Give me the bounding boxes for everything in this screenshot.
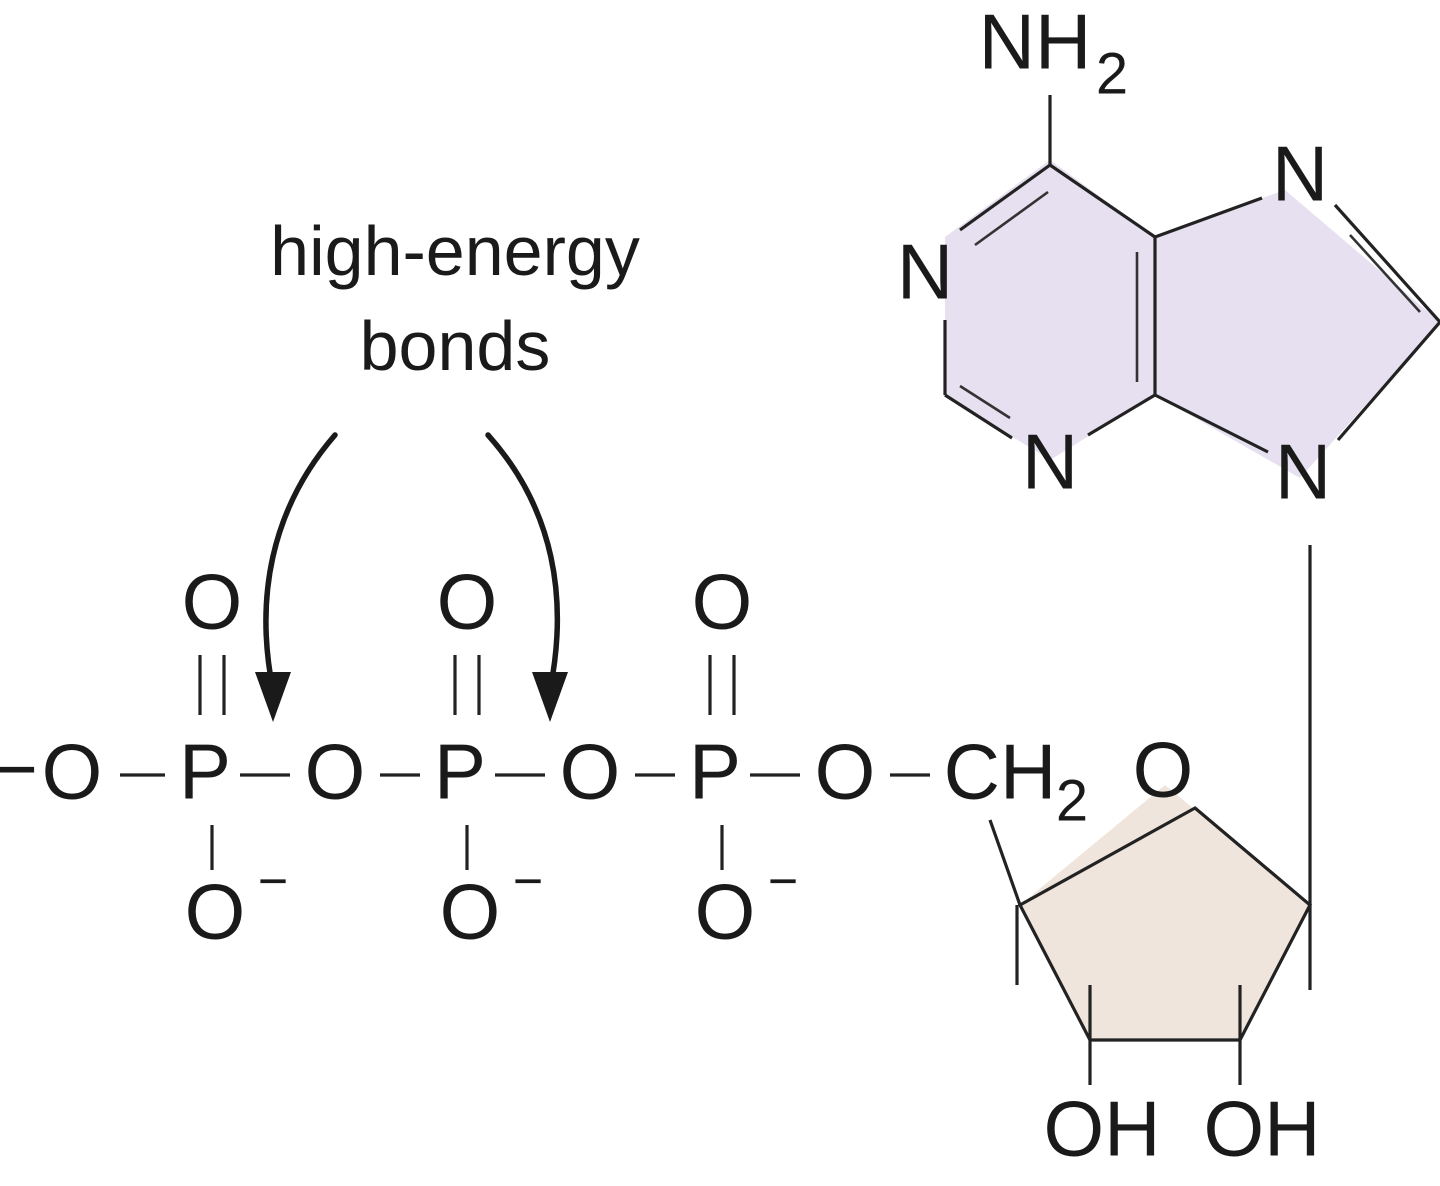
adenine-bond-n7-c8 (1333, 203, 1440, 324)
adenine-bond-c5-n7 (1154, 196, 1263, 239)
adenine-bond-n7-c8-inner (1349, 234, 1421, 313)
arrow-right-head (532, 672, 568, 722)
adenine-bond-n1-c6 (959, 163, 1051, 232)
caption-line-2: bonds (360, 307, 551, 385)
adenine-bond-n3-c2-inner (959, 384, 1011, 420)
adenine-six-ring-fill (945, 160, 1155, 460)
caption-line-1: high-energy (270, 212, 640, 290)
atom-ch: CH (944, 728, 1057, 816)
bond-ch2-c4 (988, 819, 1022, 906)
atom-ch-subscript: 2 (1056, 768, 1088, 833)
atom-o-double-2: O (437, 558, 498, 646)
atom-n3: N (1022, 418, 1078, 506)
atom-n7: N (1272, 130, 1328, 218)
adenine-bond-c4-n3 (1087, 393, 1156, 437)
atom-o-minus-1: O (185, 868, 246, 956)
atom-o-bridge-1: O (305, 728, 366, 816)
atom-o-minus-3: O (695, 868, 756, 956)
charge-o-minus-2: − (513, 853, 543, 911)
atom-n9: N (1275, 428, 1331, 516)
atom-oh-c3: OH (1044, 1085, 1161, 1173)
atom-o-terminal: O (42, 728, 103, 816)
atom-o-minus-2: O (440, 868, 501, 956)
adenine-bond-n3-c2 (944, 393, 1013, 440)
adenine-bond-c8-n9 (1336, 320, 1440, 442)
charge-terminal: − (0, 725, 38, 813)
atom-ring-o: O (1133, 726, 1194, 814)
arrow-right (485, 432, 561, 693)
atom-o-double-3: O (692, 558, 753, 646)
atom-p2: P (434, 728, 486, 816)
atom-p1: P (179, 728, 231, 816)
atom-p3: P (689, 728, 741, 816)
atom-nh-subscript: 2 (1096, 41, 1128, 106)
charge-o-minus-3: − (768, 853, 798, 911)
adenine-five-ring-fill (1155, 190, 1440, 478)
adenine-bond-c6-c5 (1049, 163, 1156, 239)
adenine-bond-n9-c4 (1154, 393, 1269, 454)
atom-nh: NH (979, 0, 1092, 86)
atom-n1: N (897, 228, 953, 316)
charge-o-minus-1: − (258, 853, 288, 911)
arrow-left-head (255, 672, 291, 722)
atom-o-bridge-3: O (815, 728, 876, 816)
arrow-left (263, 432, 338, 693)
ribose-ring-fill (1020, 785, 1310, 1040)
atom-o-double-1: O (182, 558, 243, 646)
atom-oh-c2: OH (1204, 1085, 1321, 1173)
ribose-ring (1017, 806, 1313, 1042)
adenine-bond-n1-c6-inner (974, 190, 1049, 247)
atom-o-bridge-2: O (560, 728, 621, 816)
